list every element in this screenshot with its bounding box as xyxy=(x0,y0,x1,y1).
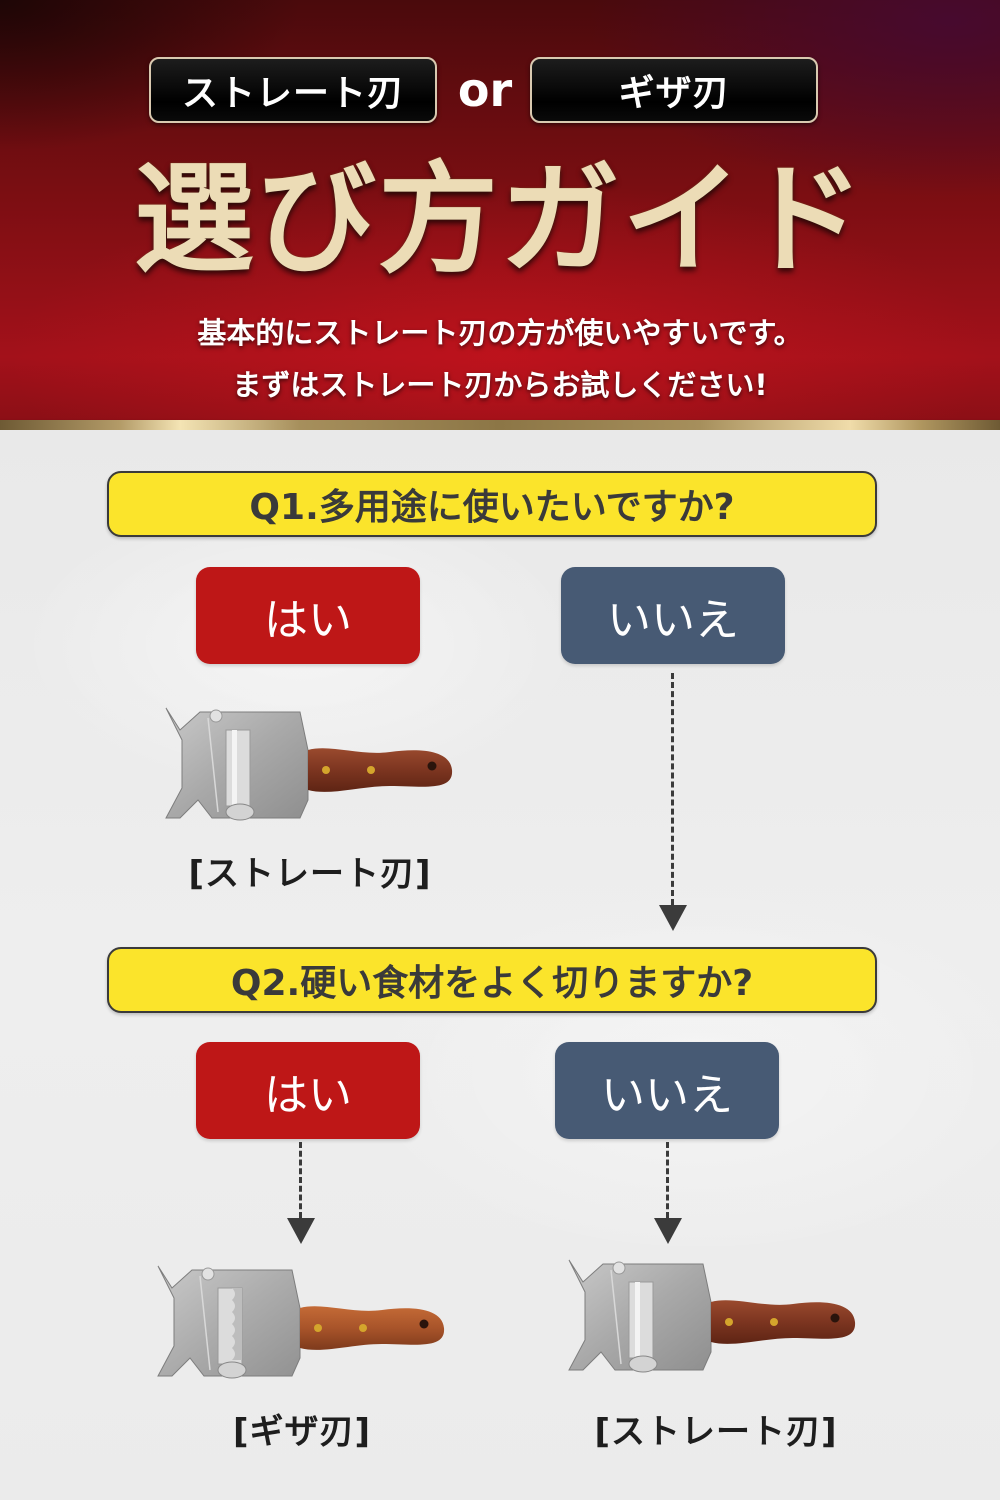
q1-yes-label: はい xyxy=(264,594,352,646)
question-1-text: Q1.多用途に使いたいですか? xyxy=(249,487,735,528)
q1-no-box: いいえ xyxy=(561,567,785,664)
straight-blade-tag: ストレート刃 xyxy=(149,57,437,123)
q2-yes-label: はい xyxy=(264,1069,352,1121)
q2-no-arrow-line xyxy=(666,1142,669,1218)
q2-yes-arrow-line xyxy=(299,1142,302,1218)
truffle-slicer-straight-icon xyxy=(563,1252,863,1382)
q1-yes-box: はい xyxy=(196,567,420,664)
q2-yes-box: はい xyxy=(196,1042,420,1139)
subtitle-line-2: まずはストレート刃からお試しください! xyxy=(232,368,768,402)
arrow-down-icon xyxy=(287,1218,315,1244)
q2-no-result-label: [ストレート刃] xyxy=(594,1412,838,1452)
truffle-slicer-straight-icon xyxy=(160,700,460,830)
or-connector: or xyxy=(457,63,513,117)
q1-no-arrow-line xyxy=(671,673,674,905)
q1-no-label: いいえ xyxy=(607,594,739,646)
question-1-banner: Q1.多用途に使いたいですか? xyxy=(107,471,877,537)
q2-yes-result-label: [ギザ刃] xyxy=(232,1412,372,1452)
arrow-down-icon xyxy=(654,1218,682,1244)
question-2-text: Q2.硬い食材をよく切りますか? xyxy=(230,963,754,1004)
question-2-banner: Q2.硬い食材をよく切りますか? xyxy=(107,947,877,1013)
subtitle-line-1: 基本的にストレート刃の方が使いやすいです。 xyxy=(197,316,803,350)
serrated-blade-tag: ギザ刃 xyxy=(530,57,818,123)
truffle-slicer-serrated-icon xyxy=(152,1258,452,1388)
gold-divider xyxy=(0,420,1000,430)
arrow-down-icon xyxy=(659,905,687,931)
q2-no-box: いいえ xyxy=(555,1042,779,1139)
page-title: 選び方ガイド xyxy=(134,149,866,290)
serrated-blade-tag-label: ギザ刃 xyxy=(618,73,730,114)
q1-yes-result-label: [ストレート刃] xyxy=(188,854,432,894)
straight-blade-tag-label: ストレート刃 xyxy=(181,73,404,114)
q2-no-label: いいえ xyxy=(601,1069,733,1121)
